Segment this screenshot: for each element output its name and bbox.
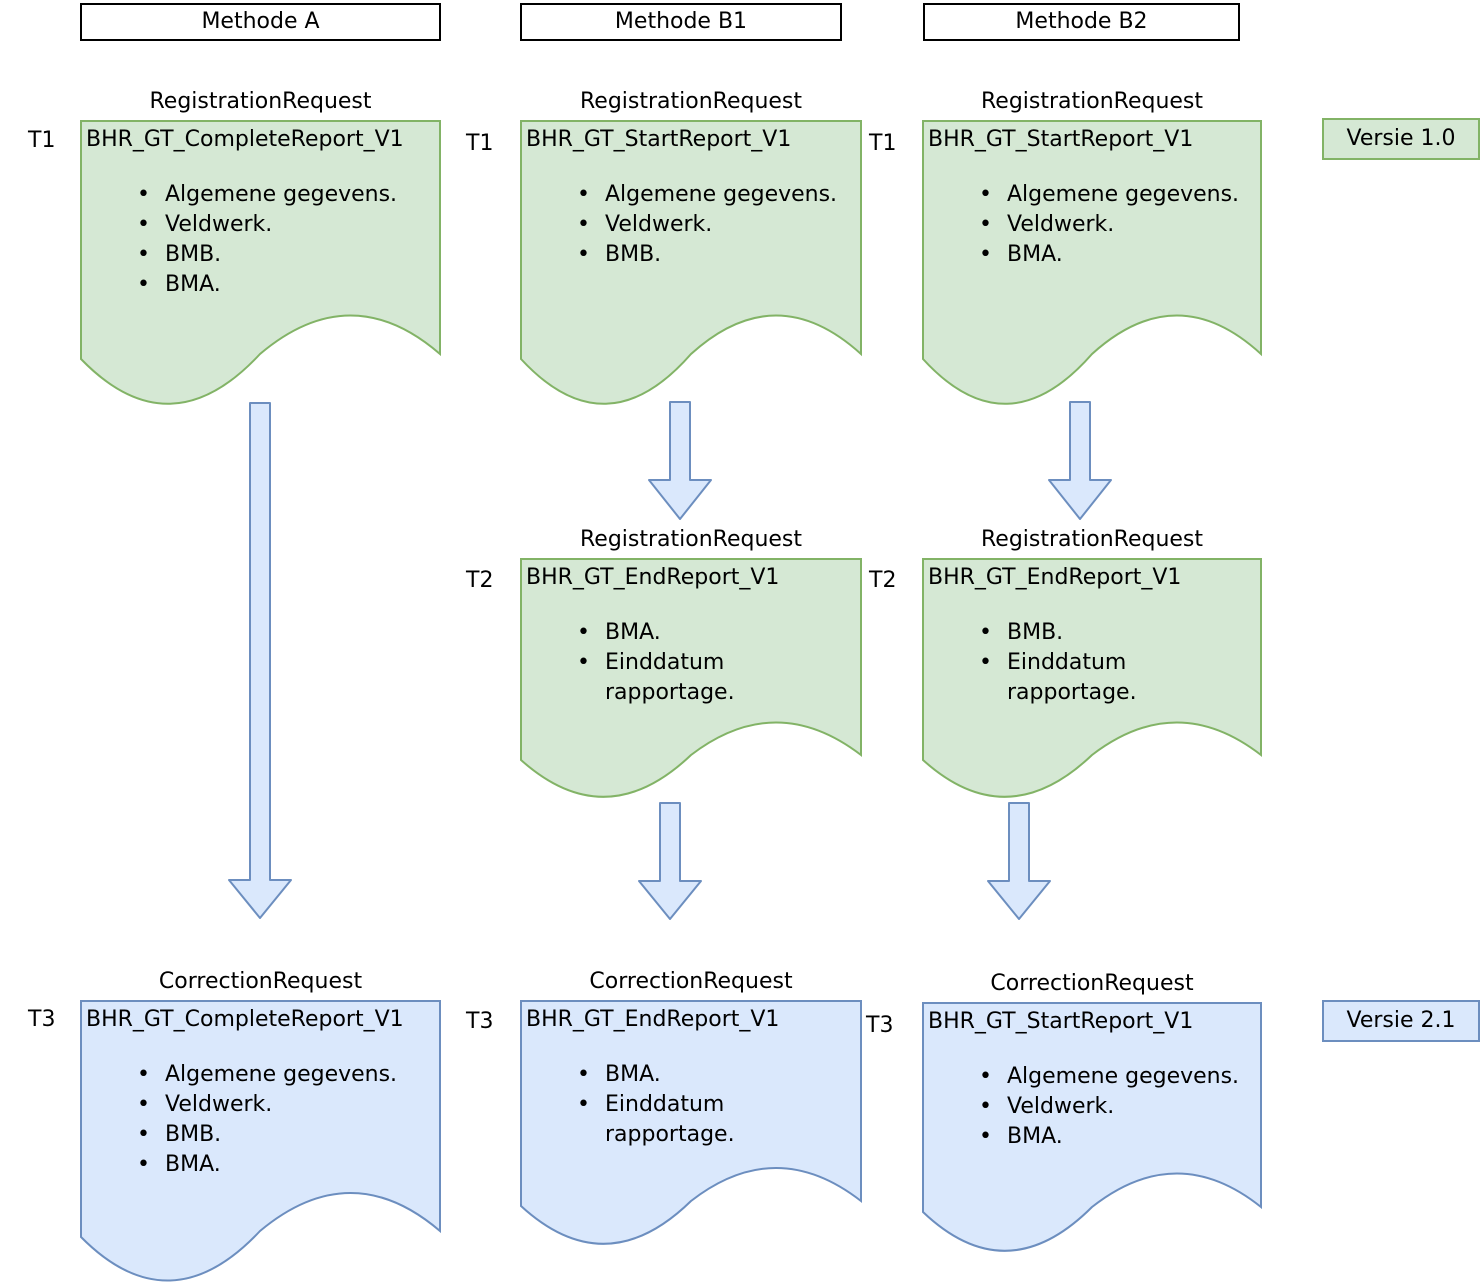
time-label-t2-b2: T2 bbox=[869, 568, 897, 593]
report-content-item: BMB. bbox=[137, 1120, 433, 1150]
report-content-item: Algemene gegevens. bbox=[979, 180, 1254, 210]
report-content-list: BMA. Einddatum rapportage. bbox=[520, 1060, 862, 1150]
request-type-label: RegistrationRequest bbox=[579, 89, 803, 114]
report-content-item: BMA. bbox=[577, 618, 854, 648]
report-content-item: Einddatum rapportage. bbox=[979, 648, 1254, 708]
time-label-t3-b1: T3 bbox=[466, 1009, 494, 1034]
request-type-label: RegistrationRequest bbox=[980, 527, 1204, 552]
report-name: BHR_GT_StartReport_V1 bbox=[928, 1009, 1194, 1034]
header-methode-b2: Methode B2 bbox=[923, 3, 1240, 41]
down-arrow-icon bbox=[228, 402, 292, 919]
request-type-label: CorrectionRequest bbox=[158, 969, 363, 994]
time-label-t2-b1: T2 bbox=[466, 568, 494, 593]
report-content-item: Algemene gegevens. bbox=[137, 180, 433, 210]
report-name: BHR_GT_StartReport_V1 bbox=[928, 127, 1194, 152]
report-content-item: BMB. bbox=[137, 240, 433, 270]
report-content-item: BMA. bbox=[979, 240, 1254, 270]
request-type-label: RegistrationRequest bbox=[579, 527, 803, 552]
report-content-item: BMA. bbox=[979, 1122, 1254, 1152]
report-content-list: Algemene gegevens. Veldwerk. BMA. bbox=[922, 180, 1262, 270]
report-name: BHR_GT_StartReport_V1 bbox=[526, 127, 792, 152]
report-content-item: Veldwerk. bbox=[979, 1092, 1254, 1122]
report-name: BHR_GT_CompleteReport_V1 bbox=[86, 127, 404, 152]
report-content-item: BMB. bbox=[979, 618, 1254, 648]
report-name: BHR_GT_EndReport_V1 bbox=[928, 565, 1182, 590]
report-content-item: Veldwerk. bbox=[137, 1090, 433, 1120]
time-label-t1-b1: T1 bbox=[466, 131, 494, 156]
arrow-b2-t1-to-t2 bbox=[1048, 401, 1112, 520]
report-name: BHR_GT_EndReport_V1 bbox=[526, 1007, 780, 1032]
document-b2-t2: RegistrationRequest BHR_GT_EndReport_V1 … bbox=[922, 527, 1262, 798]
report-content-item: Algemene gegevens. bbox=[577, 180, 854, 210]
report-name: BHR_GT_CompleteReport_V1 bbox=[86, 1007, 404, 1032]
down-arrow-icon bbox=[987, 802, 1051, 920]
arrow-b1-t2-to-t3 bbox=[638, 802, 702, 920]
report-content-list: Algemene gegevens. Veldwerk. BMB. bbox=[520, 180, 862, 270]
time-label-t1-a: T1 bbox=[28, 128, 56, 153]
document-b1-t3: CorrectionRequest BHR_GT_EndReport_V1 BM… bbox=[520, 969, 862, 1245]
header-methode-b1: Methode B1 bbox=[520, 3, 842, 41]
report-content-item: BMA. bbox=[137, 1150, 433, 1180]
time-label-t3-b2: T3 bbox=[866, 1013, 894, 1038]
report-content-list: BMB. Einddatum rapportage. bbox=[922, 618, 1262, 708]
report-content-item: BMA. bbox=[577, 1060, 854, 1090]
document-b2-t1: RegistrationRequest BHR_GT_StartReport_V… bbox=[922, 89, 1262, 405]
version-tag-2-1: Versie 2.1 bbox=[1322, 1000, 1480, 1042]
request-type-label: CorrectionRequest bbox=[589, 969, 793, 994]
report-content-item: Algemene gegevens. bbox=[979, 1062, 1254, 1092]
request-type-label: RegistrationRequest bbox=[980, 89, 1204, 114]
report-content-list: Algemene gegevens. Veldwerk. BMA. bbox=[922, 1062, 1262, 1152]
arrow-b2-t2-to-t3 bbox=[987, 802, 1051, 920]
document-b1-t2: RegistrationRequest BHR_GT_EndReport_V1 … bbox=[520, 527, 862, 798]
document-b1-t1: RegistrationRequest BHR_GT_StartReport_V… bbox=[520, 89, 862, 405]
document-a-t1: RegistrationRequest BHR_GT_CompleteRepor… bbox=[80, 89, 441, 405]
report-content-item: Veldwerk. bbox=[979, 210, 1254, 240]
report-content-list: BMA. Einddatum rapportage. bbox=[520, 618, 862, 708]
report-content-item: BMA. bbox=[137, 270, 433, 300]
request-type-label: CorrectionRequest bbox=[990, 971, 1194, 996]
report-content-list: Algemene gegevens. Veldwerk. BMB. BMA. bbox=[80, 1060, 441, 1180]
report-content-item: Einddatum rapportage. bbox=[577, 648, 854, 708]
down-arrow-icon bbox=[1048, 401, 1112, 520]
report-name: BHR_GT_EndReport_V1 bbox=[526, 565, 780, 590]
time-label-t3-a: T3 bbox=[28, 1007, 56, 1032]
document-b2-t3: CorrectionRequest BHR_GT_StartReport_V1 … bbox=[922, 971, 1262, 1252]
header-methode-a: Methode A bbox=[80, 3, 441, 41]
arrow-a-t1-to-t3 bbox=[228, 402, 292, 919]
version-tag-1-0: Versie 1.0 bbox=[1322, 118, 1480, 160]
report-content-item: Veldwerk. bbox=[577, 210, 854, 240]
report-content-item: Veldwerk. bbox=[137, 210, 433, 240]
report-content-list: Algemene gegevens. Veldwerk. BMB. BMA. bbox=[80, 180, 441, 300]
report-content-item: Einddatum rapportage. bbox=[577, 1090, 854, 1150]
request-type-label: RegistrationRequest bbox=[149, 89, 372, 114]
time-label-t1-b2: T1 bbox=[869, 131, 897, 156]
report-content-item: Algemene gegevens. bbox=[137, 1060, 433, 1090]
down-arrow-icon bbox=[638, 802, 702, 920]
down-arrow-icon bbox=[648, 401, 712, 520]
document-a-t3: CorrectionRequest BHR_GT_CompleteReport_… bbox=[80, 969, 441, 1282]
report-content-item: BMB. bbox=[577, 240, 854, 270]
arrow-b1-t1-to-t2 bbox=[648, 401, 712, 520]
